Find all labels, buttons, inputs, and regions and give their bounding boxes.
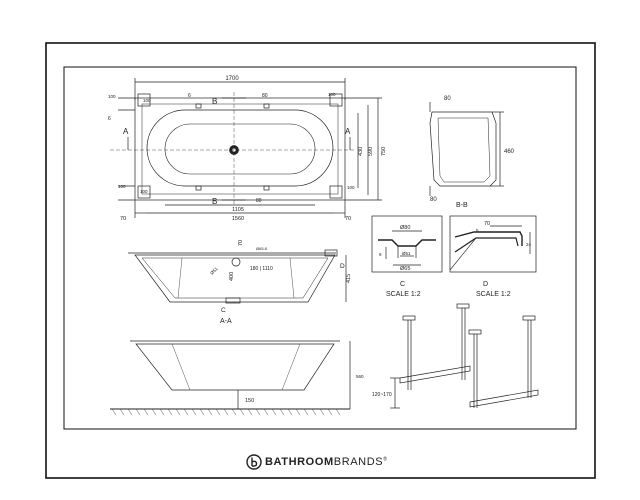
detail-c-label: C: [400, 281, 405, 288]
brand-name-part1: BATHROOM: [265, 456, 334, 468]
side-view: [110, 340, 351, 416]
detail-d-scale: SCALE 1:2: [476, 291, 511, 298]
aa-marker-c: C: [221, 307, 226, 314]
aa-marker-d: D: [340, 263, 345, 270]
bb-dim-80-top: 80: [444, 96, 451, 102]
right-offset-label: 100: [328, 92, 336, 97]
dim-1560-label: 1560: [232, 216, 244, 222]
detail-d-dim-70: 70: [484, 221, 490, 227]
aa-dim-415: 415: [346, 274, 352, 283]
detail-c-dim-9: 9: [379, 252, 382, 257]
detail-c-scale: SCALE 1:2: [386, 291, 421, 298]
brand-name: BATHROOMBRANDS®: [265, 456, 388, 468]
top-small-left-label: 100: [143, 98, 151, 103]
section-b-bottom-label: B: [212, 197, 217, 206]
dim-70-left-label: 70: [120, 216, 126, 222]
plan-view: [110, 78, 382, 218]
dim-750-label: 750: [381, 147, 387, 156]
dim-1105-label: 1105: [232, 207, 244, 213]
overall-width-label: 1700: [225, 76, 239, 82]
dim-430-label: 430: [358, 147, 364, 156]
section-bb-view: [429, 102, 504, 196]
section-aa-view: [128, 249, 347, 304]
inner-frame: [63, 66, 577, 430]
aa-section-label: A-A: [220, 318, 232, 325]
detail-c-dia-51: Ø51: [402, 251, 411, 256]
detail-d-dim-5: 5: [476, 228, 479, 233]
leg-supports-labels: 120~170: [372, 392, 392, 398]
brand-logo: BATHROOMBRANDS®: [246, 452, 388, 472]
detail-c-dia-80: Ø80: [400, 225, 410, 231]
detail-d-labels: 70 5 24 D SCALE 1:2: [476, 221, 532, 298]
dim-80-label: 80: [262, 93, 268, 99]
aa-dim-400: 400: [229, 272, 235, 281]
dim-100-left-side-label: 100: [118, 184, 126, 189]
section-bb-labels: 80 80 460 B-B: [430, 96, 515, 209]
dim-590-label: 590: [368, 147, 374, 156]
dim-80-lower-label: 80: [256, 198, 262, 204]
detail-d-label: D: [483, 281, 488, 288]
outer-frame: [45, 42, 596, 479]
dim-6-top-label: 6: [188, 93, 191, 99]
side-dim-150: 150: [245, 398, 254, 404]
section-a-right-label: A: [345, 127, 351, 136]
section-aa-labels: 70 415 400 Ø51 Ø65.8 180 | 1110 C D A-A: [209, 240, 352, 325]
section-b-top-label: B: [212, 97, 217, 106]
bb-dim-80-bottom: 80: [430, 197, 437, 203]
bb-section-label: B-B: [456, 202, 468, 209]
section-a-left-label: A: [123, 127, 129, 136]
dim-100-left-bottom-label: 100: [140, 189, 148, 194]
side-dim-560: 560: [356, 374, 364, 379]
aa-dia-51: Ø51: [209, 266, 219, 276]
leg-supports: [390, 303, 539, 409]
detail-c-labels: Ø80 Ø51 Ø65 9 C SCALE 1:2: [379, 225, 421, 298]
side-view-labels: 560 150: [245, 374, 364, 404]
dim-6-left-label: 6: [108, 116, 111, 122]
legs-dim-range: 120~170: [372, 392, 392, 398]
bb-dim-460: 460: [504, 149, 515, 155]
dim-70-right-label: 70: [345, 216, 351, 222]
aa-dia-65: Ø65.8: [256, 246, 268, 251]
detail-c-dia-65: Ø65: [400, 266, 410, 272]
left-offset-label: 100: [108, 94, 116, 99]
detail-d-view: [449, 215, 537, 273]
brand-name-part2: BRANDS: [333, 456, 384, 468]
detail-d-dim-24: 24: [526, 242, 532, 247]
plan-view-labels: 1700 100 100 100 6 6 80 80 100 100 100 4…: [108, 76, 387, 222]
b-circle-logo-icon: [246, 454, 262, 470]
dim-100-right-bottom-label: 100: [347, 185, 355, 190]
aa-depth-text: 180 | 1110: [250, 266, 273, 272]
detail-c-view: [371, 215, 443, 273]
brand-registered-mark: ®: [383, 456, 388, 463]
aa-dim-70: 70: [238, 240, 244, 246]
